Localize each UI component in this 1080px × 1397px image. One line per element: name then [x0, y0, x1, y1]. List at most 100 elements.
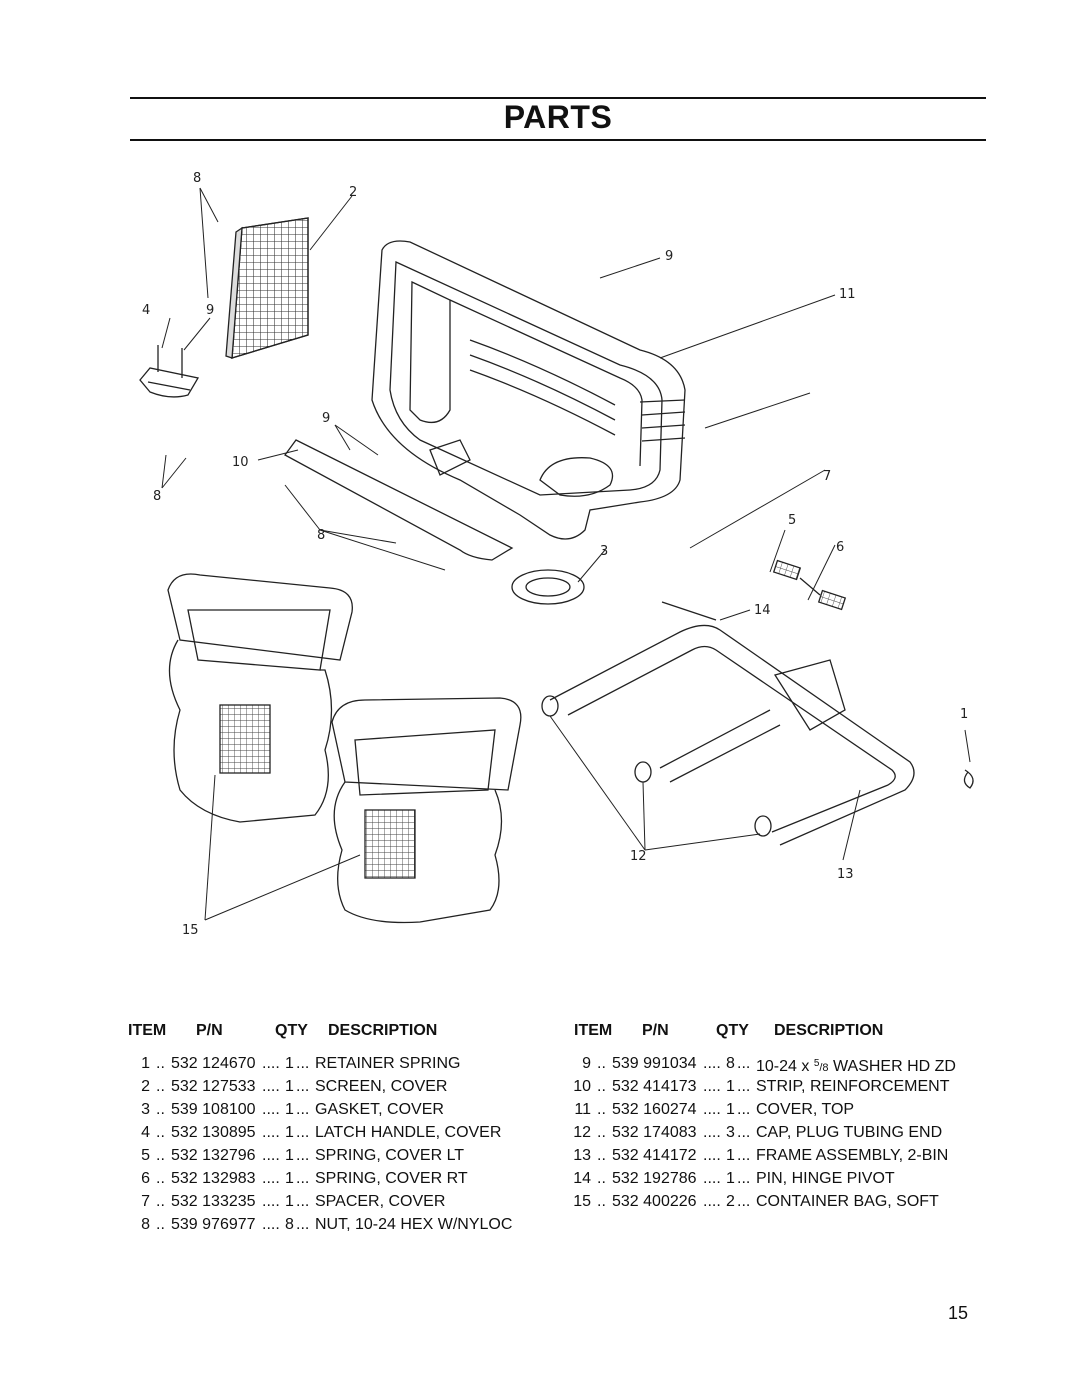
- row-description: CONTAINER BAG, SOFT: [756, 1193, 939, 1210]
- table-row: 3..539 108100....1...GASKET, COVER: [128, 1098, 548, 1121]
- row-leader-dots: ...: [296, 1193, 310, 1210]
- row-qty: 2: [726, 1193, 735, 1210]
- row-leader-dots: ....: [703, 1124, 721, 1141]
- callout-12: 12: [630, 849, 647, 864]
- table-row: 1..532 124670....1...RETAINER SPRING: [128, 1052, 548, 1075]
- row-leader-dots: ...: [296, 1216, 310, 1233]
- row-part-number: 539 976977: [171, 1216, 256, 1233]
- top-rule: [130, 97, 986, 99]
- table-row: 4..532 130895....1...LATCH HANDLE, COVER: [128, 1121, 548, 1144]
- row-description: COVER, TOP: [756, 1101, 855, 1118]
- row-leader-dots: ...: [737, 1124, 751, 1141]
- container-bag-left-part: [167, 573, 353, 823]
- callout-6: 6: [836, 540, 844, 555]
- row-item: 12: [573, 1124, 591, 1141]
- col-item: ITEM: [574, 1022, 613, 1039]
- callout-10: 10: [232, 455, 249, 470]
- row-qty: 8: [285, 1216, 294, 1233]
- row-description: STRIP, REINFORCEMENT: [756, 1078, 950, 1095]
- row-qty: 1: [285, 1147, 294, 1164]
- table-row: 12..532 174083....3...CAP, PLUG TUBING E…: [573, 1121, 994, 1144]
- row-leader-dots: ....: [262, 1147, 280, 1164]
- row-qty: 1: [726, 1147, 735, 1164]
- row-qty: 1: [285, 1193, 294, 1210]
- parts-diagram: 8 2 9 11 4 9 9 10 8 7 8 5 6 3 14 1 12 13…: [139, 171, 974, 938]
- row-description: SCREEN, COVER: [315, 1078, 448, 1095]
- row-leader-dots: ..: [156, 1170, 165, 1187]
- table-header: ITEM P/N QTY DESCRIPTION: [574, 1022, 994, 1044]
- table-row: 2..532 127533....1...SCREEN, COVER: [128, 1075, 548, 1098]
- callout-9-left: 9: [206, 303, 214, 318]
- row-leader-dots: ...: [737, 1055, 751, 1072]
- row-description: RETAINER SPRING: [315, 1055, 461, 1072]
- row-item: 14: [573, 1170, 591, 1187]
- row-description: SPRING, COVER LT: [315, 1147, 465, 1164]
- row-item: 6: [141, 1170, 150, 1187]
- col-qty: QTY: [716, 1022, 749, 1039]
- callout-8-top: 8: [193, 171, 201, 186]
- callout-13: 13: [837, 867, 854, 882]
- description-text: 10-24 x: [756, 1058, 814, 1075]
- row-part-number: 532 192786: [612, 1170, 697, 1187]
- row-leader-dots: ...: [296, 1101, 310, 1118]
- callout-15: 15: [182, 923, 199, 938]
- row-description: FRAME ASSEMBLY, 2-BIN: [756, 1147, 949, 1164]
- row-leader-dots: ...: [296, 1055, 310, 1072]
- row-part-number: 532 414172: [612, 1147, 697, 1164]
- row-qty: 1: [285, 1101, 294, 1118]
- row-item: 13: [573, 1147, 591, 1164]
- row-part-number: 532 130895: [171, 1124, 256, 1141]
- row-item: 10: [573, 1078, 591, 1095]
- row-leader-dots: ....: [262, 1078, 280, 1095]
- table-row: 5..532 132796....1...SPRING, COVER LT: [128, 1144, 548, 1167]
- callout-9-strip: 9: [322, 411, 330, 426]
- table-row: 10..532 414173....1...STRIP, REINFORCEME…: [573, 1075, 994, 1098]
- row-leader-dots: ....: [262, 1216, 280, 1233]
- gasket-part: [511, 569, 585, 605]
- page-number: 15: [947, 1303, 968, 1323]
- page-title: PARTS: [503, 99, 613, 135]
- row-item: 5: [141, 1147, 150, 1164]
- col-pn: P/N: [642, 1022, 669, 1039]
- callout-2: 2: [349, 185, 357, 200]
- cover-springs-part: [772, 559, 847, 611]
- row-item: 9: [582, 1055, 591, 1072]
- col-pn: P/N: [196, 1022, 223, 1039]
- row-leader-dots: ..: [597, 1124, 606, 1141]
- reinforcement-strip-part: [284, 439, 514, 561]
- row-leader-dots: ..: [597, 1101, 606, 1118]
- row-leader-dots: ..: [156, 1216, 165, 1233]
- row-description: 10-24 x 5/8 WASHER HD ZD: [756, 1052, 956, 1080]
- row-leader-dots: ...: [737, 1193, 751, 1210]
- row-item: 11: [574, 1101, 591, 1118]
- fraction-denominator: /8: [819, 1062, 829, 1074]
- row-item: 15: [573, 1193, 591, 1210]
- callout-7: 7: [823, 469, 831, 484]
- frame-assembly-part: [549, 624, 915, 846]
- callout-8-strip: 8: [317, 528, 325, 543]
- row-qty: 1: [285, 1078, 294, 1095]
- retainer-spring-part: [963, 769, 974, 789]
- screen-cover-part: [225, 217, 309, 359]
- hinge-pin-part: [661, 601, 717, 621]
- end-caps-part: [541, 695, 772, 837]
- row-leader-dots: ..: [156, 1101, 165, 1118]
- row-leader-dots: ...: [296, 1078, 310, 1095]
- leader-lines: [161, 187, 971, 921]
- table-header: ITEM P/N QTY DESCRIPTION: [128, 1022, 548, 1044]
- row-qty: 1: [285, 1124, 294, 1141]
- row-leader-dots: ...: [296, 1147, 310, 1164]
- row-leader-dots: ...: [737, 1101, 751, 1118]
- table-row: 11..532 160274....1...COVER, TOP: [574, 1098, 994, 1121]
- row-description: CAP, PLUG TUBING END: [756, 1124, 943, 1141]
- row-leader-dots: ....: [262, 1101, 280, 1118]
- row-leader-dots: ...: [296, 1170, 310, 1187]
- callout-14: 14: [754, 603, 771, 618]
- row-part-number: 532 132983: [171, 1170, 256, 1187]
- row-item: 3: [141, 1101, 150, 1118]
- row-leader-dots: ..: [597, 1078, 606, 1095]
- row-part-number: 532 124670: [171, 1055, 256, 1072]
- col-qty: QTY: [275, 1022, 308, 1039]
- row-description: NUT, 10-24 HEX W/NYLOC: [315, 1216, 513, 1233]
